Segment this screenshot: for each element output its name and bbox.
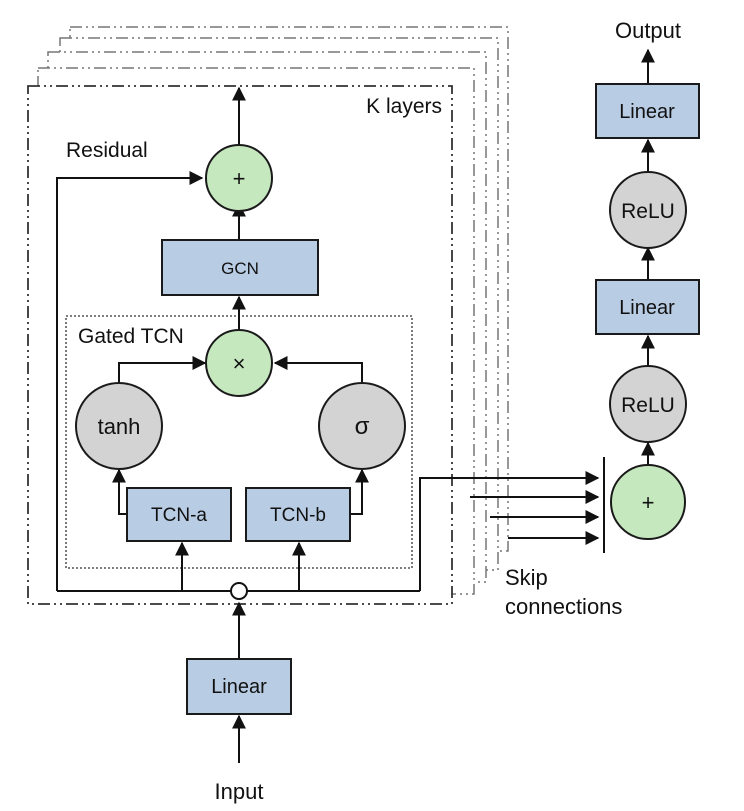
relu-lower-node [609,365,687,443]
output-label: Output [615,18,681,43]
tcn-b-label: TCN-b [270,505,326,526]
arrow-sigma-to-multiply [273,356,363,382]
sigma-label: σ [355,413,370,440]
tanh-node [75,382,163,470]
add-skip-label: + [642,490,655,515]
skip-label-line2: connections [505,594,622,619]
relu-upper-node [609,171,687,249]
arrow-tcna-to-tanh [112,468,127,515]
linear-mid-label: Linear [619,297,675,319]
k-layers-label: K layers [366,95,442,118]
add-skip-node [610,464,686,540]
residual-connection-arrow [56,171,204,591]
gcn-box [161,239,319,296]
gated-tcn-label: Gated TCN [78,325,184,348]
skip-arrow-1 [419,471,600,591]
linear-mid-box [595,279,700,335]
sigma-node [318,382,406,470]
multiply-label: × [233,351,246,376]
relu-lower-label: ReLU [621,394,675,417]
gcn-label: GCN [221,259,259,278]
linear-top-label: Linear [619,101,675,123]
arrow-tanh-to-multiply [118,356,207,382]
relu-upper-label: ReLU [621,200,675,223]
tanh-label: tanh [98,414,141,439]
multiply-node [205,329,273,397]
linear-top-box [595,83,700,139]
arrow-tcnb-to-sigma [350,468,369,515]
tcn-b-box [245,487,351,542]
add-residual-label: + [233,166,246,191]
tcn-a-label: TCN-a [151,505,207,526]
input-label: Input [215,779,264,804]
input-linear-box [186,658,292,715]
input-linear-label: Linear [211,676,267,698]
residual-label: Residual [66,139,148,162]
skip-label-line1: Skip [505,565,548,590]
add-residual-node [205,144,273,212]
split-node [230,582,248,600]
tcn-a-box [126,487,232,542]
